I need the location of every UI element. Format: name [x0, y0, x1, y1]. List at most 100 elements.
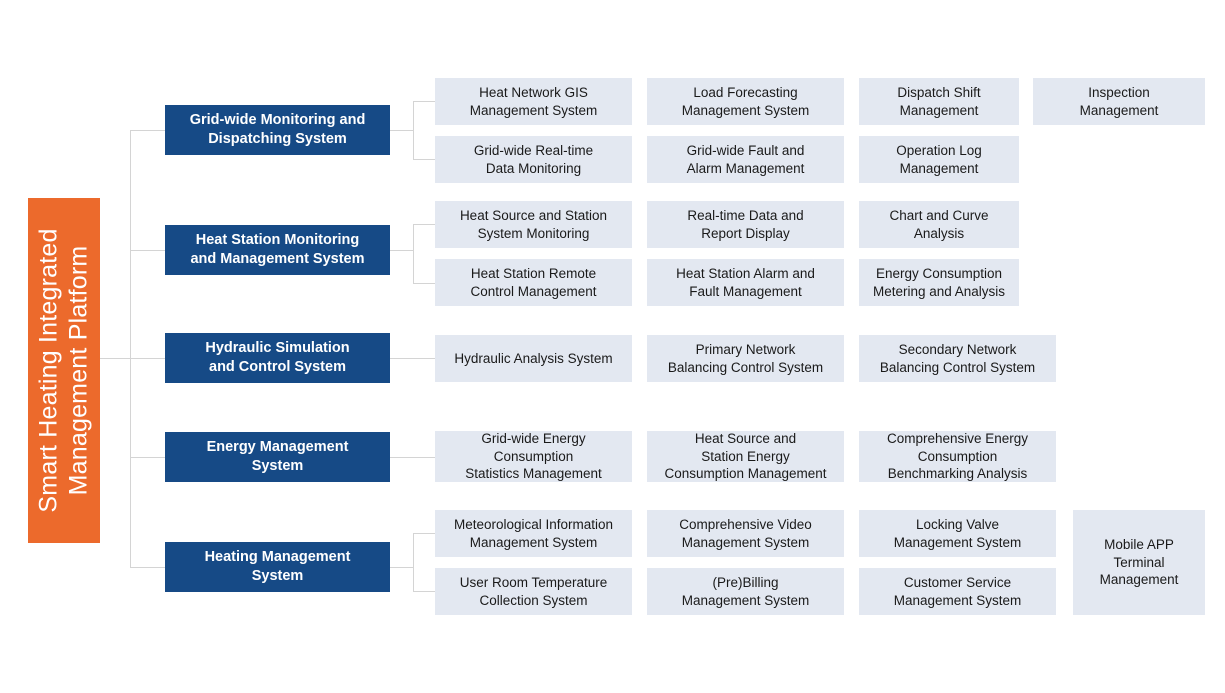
leaf-line2: Management	[899, 160, 979, 176]
leaf-line2: Control Management	[470, 283, 597, 299]
leaf-inspection-management[interactable]: Inspection Management	[1033, 78, 1205, 125]
leaf-secondary-network-balancing[interactable]: Secondary Network Balancing Control Syst…	[859, 335, 1056, 382]
leaf-line1: Real-time Data and	[687, 208, 804, 224]
leaf-line1: Locking Valve	[915, 517, 1000, 533]
branch-title-hydraulic-simulation[interactable]: Hydraulic Simulation and Control System	[165, 333, 390, 383]
connector-branch-5-stub	[390, 567, 413, 568]
connector-branch-1-row-2	[413, 159, 435, 160]
leaf-heat-network-gis[interactable]: Heat Network GIS Management System	[435, 78, 632, 125]
connector-branch-2-splitter	[413, 224, 414, 283]
leaf-line2: Station Energy	[701, 448, 790, 464]
root-label-line1: Smart Heating Integrated	[34, 228, 63, 513]
leaf-line3: Statistics Management	[465, 466, 602, 482]
leaf-chart-curve-analysis[interactable]: Chart and Curve Analysis	[859, 201, 1019, 248]
leaf-hydraulic-analysis-system[interactable]: Hydraulic Analysis System	[435, 335, 632, 382]
leaf-realtime-data-report-display[interactable]: Real-time Data and Report Display	[647, 201, 844, 248]
leaf-grid-wide-energy-consumption-statistics[interactable]: Grid-wide Energy Consumption Statistics …	[435, 431, 632, 482]
leaf-line1: Hydraulic Analysis System	[454, 350, 613, 366]
leaf-energy-consumption-metering[interactable]: Energy Consumption Metering and Analysis	[859, 259, 1019, 306]
leaf-meteorological-information[interactable]: Meteorological Information Management Sy…	[435, 510, 632, 557]
connector-root-stub	[100, 358, 130, 359]
branch-title-heating-management[interactable]: Heating Management System	[165, 542, 390, 592]
leaf-line1: User Room Temperature	[459, 575, 608, 591]
leaf-line1: Primary Network	[695, 342, 796, 358]
branch-title-line1: Heat Station Monitoring	[195, 232, 360, 249]
leaf-line1: Operation Log	[896, 143, 982, 159]
connector-branch-2-row-2	[413, 283, 435, 284]
leaf-line2: Metering and Analysis	[872, 283, 1006, 299]
branch-title-grid-wide-monitoring[interactable]: Grid-wide Monitoring and Dispatching Sys…	[165, 105, 390, 155]
leaf-mobile-app-terminal-management[interactable]: Mobile APP Terminal Management	[1073, 510, 1205, 615]
leaf-line1: Dispatch Shift	[897, 85, 981, 101]
leaf-line1: Chart and Curve	[889, 208, 989, 224]
leaf-operation-log-management[interactable]: Operation Log Management	[859, 136, 1019, 183]
leaf-grid-wide-fault-alarm-management[interactable]: Grid-wide Fault and Alarm Management	[647, 136, 844, 183]
leaf-pre-billing-management[interactable]: (Pre)Billing Management System	[647, 568, 844, 615]
leaf-line2: Collection System	[479, 592, 588, 608]
connector-branch-2-stub	[390, 250, 413, 251]
leaf-line2: Report Display	[701, 225, 790, 241]
leaf-heat-source-station-system-monitoring[interactable]: Heat Source and Station System Monitorin…	[435, 201, 632, 248]
leaf-grid-wide-realtime-data-monitoring[interactable]: Grid-wide Real-time Data Monitoring	[435, 136, 632, 183]
connector-trunk-to-branch-1	[130, 130, 165, 131]
leaf-line2: Management	[899, 102, 979, 118]
leaf-line3: Management	[1099, 572, 1179, 588]
leaf-user-room-temperature-collection[interactable]: User Room Temperature Collection System	[435, 568, 632, 615]
connector-trunk-vertical	[130, 130, 131, 567]
leaf-line1: Heat Station Remote	[470, 266, 597, 282]
leaf-line3: Consumption Management	[664, 466, 827, 482]
branch-title-line1: Heating Management	[204, 549, 351, 566]
branch-title-line2: System	[251, 458, 304, 474]
leaf-line1: Heat Station Alarm and	[676, 266, 815, 282]
connector-branch-1-stub	[390, 130, 413, 131]
branch-title-text: Grid-wide Monitoring and Dispatching Sys…	[190, 111, 366, 148]
leaf-comprehensive-energy-benchmarking[interactable]: Comprehensive Energy Consumption Benchma…	[859, 431, 1056, 482]
leaf-heat-station-alarm-fault[interactable]: Heat Station Alarm and Fault Management	[647, 259, 844, 306]
connector-branch-4-stub	[390, 457, 435, 458]
leaf-line1: Secondary Network	[898, 342, 1017, 358]
leaf-line2: Balancing Control System	[667, 359, 824, 375]
connector-branch-3-stub	[390, 358, 435, 359]
branch-title-energy-management[interactable]: Energy Management System	[165, 432, 390, 482]
leaf-comprehensive-video-management[interactable]: Comprehensive Video Management System	[647, 510, 844, 557]
leaf-line2: Management	[1079, 102, 1159, 118]
connector-branch-5-row-2	[413, 591, 435, 592]
leaf-line1: (Pre)Billing	[712, 575, 779, 591]
branch-title-line2: Dispatching System	[208, 131, 347, 147]
leaf-line2: Management System	[469, 102, 598, 118]
leaf-line2: Management System	[893, 592, 1022, 608]
leaf-line2: Management System	[681, 592, 810, 608]
branch-title-line2: System	[251, 568, 304, 584]
leaf-customer-service-management[interactable]: Customer Service Management System	[859, 568, 1056, 615]
root-platform-banner[interactable]: Smart Heating Integrated Management Plat…	[28, 198, 100, 543]
leaf-dispatch-shift-management[interactable]: Dispatch Shift Management	[859, 78, 1019, 125]
branch-title-line1: Hydraulic Simulation	[205, 340, 350, 357]
connector-branch-2-row-1	[413, 224, 435, 225]
leaf-line1: Grid-wide Fault and	[686, 143, 805, 159]
root-label-line2: Management Platform	[64, 245, 92, 496]
leaf-line1: Comprehensive Energy	[886, 430, 1029, 446]
leaf-line2: Alarm Management	[686, 160, 805, 176]
leaf-line1: Energy Consumption	[875, 266, 1003, 282]
leaf-locking-valve-management[interactable]: Locking Valve Management System	[859, 510, 1056, 557]
leaf-line1: Customer Service	[903, 575, 1012, 591]
branch-title-line1: Energy Management	[206, 439, 349, 456]
leaf-heat-station-remote-control[interactable]: Heat Station Remote Control Management	[435, 259, 632, 306]
leaf-line2: Management System	[469, 534, 598, 550]
leaf-line1: Mobile APP	[1104, 536, 1174, 552]
connector-branch-1-row-1	[413, 101, 435, 102]
leaf-line1: Heat Source and	[694, 430, 797, 446]
leaf-line2: Fault Management	[689, 283, 802, 299]
connector-trunk-to-branch-5	[130, 567, 165, 568]
branch-title-heat-station-monitoring[interactable]: Heat Station Monitoring and Management S…	[165, 225, 390, 275]
leaf-line1: Heat Network GIS	[479, 85, 588, 101]
leaf-primary-network-balancing[interactable]: Primary Network Balancing Control System	[647, 335, 844, 382]
leaf-load-forecasting[interactable]: Load Forecasting Management System	[647, 78, 844, 125]
leaf-line1: Grid-wide Real-time	[473, 143, 594, 159]
branch-title-line2: and Management System	[190, 251, 365, 267]
leaf-heat-source-station-energy-consumption[interactable]: Heat Source and Station Energy Consumpti…	[647, 431, 844, 482]
connector-trunk-to-branch-4	[130, 457, 165, 458]
branch-title-line2: and Control System	[209, 359, 346, 375]
leaf-line2: Terminal	[1113, 554, 1165, 570]
